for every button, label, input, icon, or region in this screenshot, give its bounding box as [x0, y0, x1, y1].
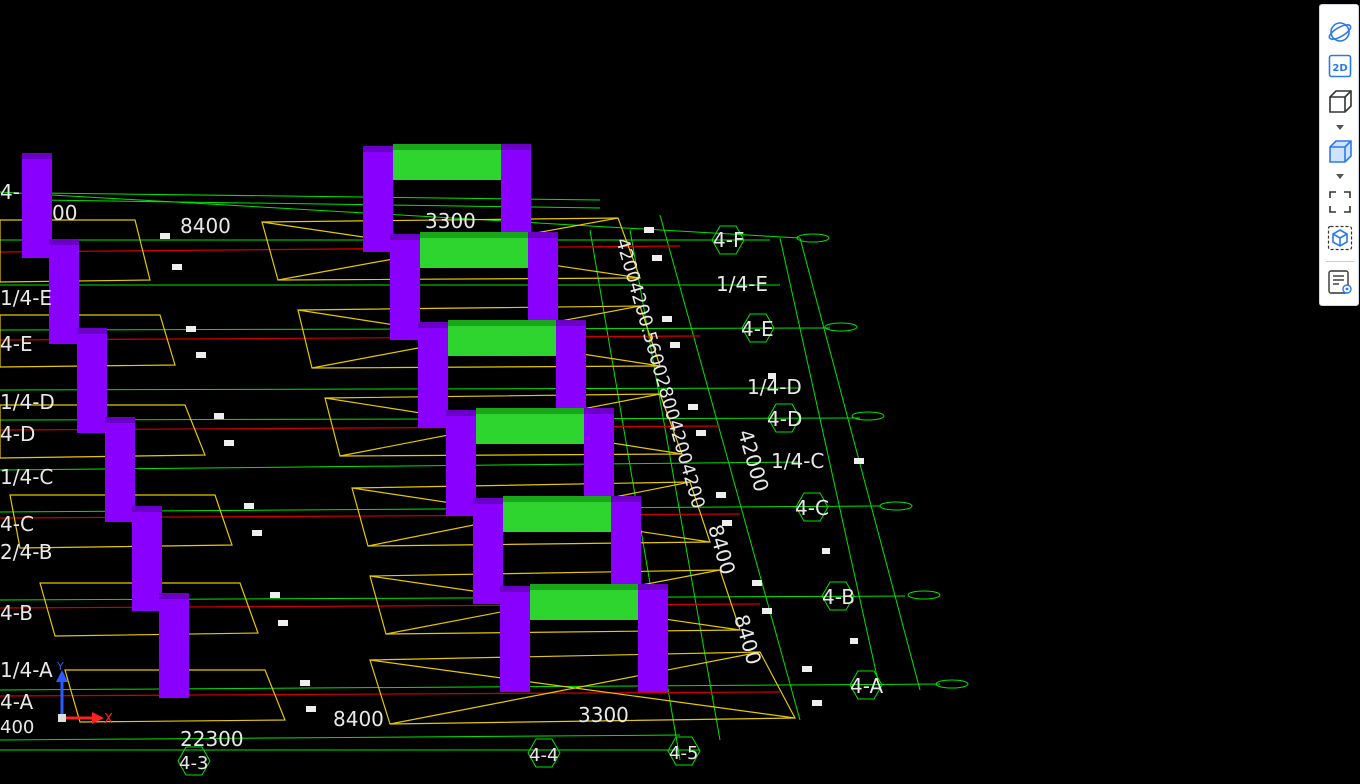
grid-label-left-4: 4-D	[0, 422, 35, 446]
grid-label-left-1: 1/4-E	[0, 286, 52, 310]
dim-8400-right-1: 8400	[703, 522, 740, 578]
properties-icon	[1328, 270, 1352, 294]
axis-label-x: X	[104, 712, 113, 727]
grid-label-4D: 4-D	[767, 407, 802, 431]
dim-00-top: 00	[52, 201, 77, 225]
section-markers	[160, 227, 864, 712]
dim-3300-bottom: 3300	[578, 703, 629, 727]
dim-8400-top: 8400	[180, 214, 231, 238]
fullscreen-button[interactable]	[1326, 187, 1354, 217]
grid-label-left-10: 4-A	[0, 690, 34, 714]
columns-left	[22, 153, 189, 698]
orbit-icon	[1328, 22, 1352, 42]
grid-label-14D: 1/4-D	[747, 375, 802, 399]
fullscreen-icon	[1329, 191, 1351, 213]
axis-gizmo: X Y	[56, 660, 113, 727]
dim-42000: 42000	[733, 427, 774, 495]
view-cube-shaded-button[interactable]	[1326, 137, 1354, 167]
dim-chain-right: 42004200.5600280042004200	[611, 236, 709, 511]
grid-label-4F: 4-F	[713, 228, 744, 252]
isolate-button[interactable]	[1326, 223, 1354, 253]
view-cube-shaded-dropdown[interactable]	[1334, 172, 1346, 180]
dim-8400-right-2: 8400	[729, 612, 766, 668]
grid-label-left-7: 2/4-B	[0, 540, 52, 564]
view-cube-outline-button[interactable]	[1326, 87, 1354, 117]
grid-lines	[0, 191, 969, 761]
grid-label-4A: 4-A	[850, 674, 884, 698]
grid-label-left-3: 1/4-D	[0, 390, 55, 414]
grid-bubbles	[177, 225, 883, 776]
grid-label-4B: 4-B	[822, 585, 855, 609]
grid-label-45: 4-5	[669, 743, 698, 764]
dim-3300-top: 3300	[425, 209, 476, 233]
dim-8400-bottom: 8400	[333, 707, 384, 731]
toolbar-separator	[1326, 261, 1354, 262]
orbit-button[interactable]	[1326, 17, 1354, 47]
grid-label-left-5: 1/4-C	[0, 465, 53, 489]
grid-label-4C: 4-C	[795, 496, 829, 520]
dim-400: 400	[0, 717, 34, 738]
grid-label-43: 4-3	[179, 753, 208, 774]
view-2d-button[interactable]: 2D	[1326, 51, 1354, 81]
dim-22300: 22300	[180, 727, 244, 751]
view-2d-label: 2D	[1332, 63, 1347, 74]
grid-label-4E: 4-E	[741, 317, 774, 341]
grid-label-left-0: 4-	[0, 180, 20, 204]
grid-label-left-8: 4-B	[0, 601, 33, 625]
grid-label-left-9: 1/4-A	[0, 658, 53, 682]
view-toolbar: 2D	[1319, 4, 1359, 306]
properties-button[interactable]	[1326, 267, 1354, 297]
grid-label-14E: 1/4-E	[716, 272, 768, 296]
grid-label-left-6: 4-C	[0, 512, 34, 536]
frames	[363, 144, 668, 692]
grid-label-44: 4-4	[529, 745, 558, 766]
cube-select-icon	[1327, 225, 1353, 251]
cube-shaded-icon	[1329, 140, 1352, 163]
grid-label-left-2: 4-E	[0, 332, 33, 356]
axis-label-y: Y	[56, 660, 64, 673]
view-2d-icon: 2D	[1328, 54, 1352, 78]
view-cube-outline-dropdown[interactable]	[1334, 123, 1346, 131]
cube-outline-icon	[1329, 90, 1352, 113]
grid-label-14C: 1/4-C	[771, 449, 824, 473]
